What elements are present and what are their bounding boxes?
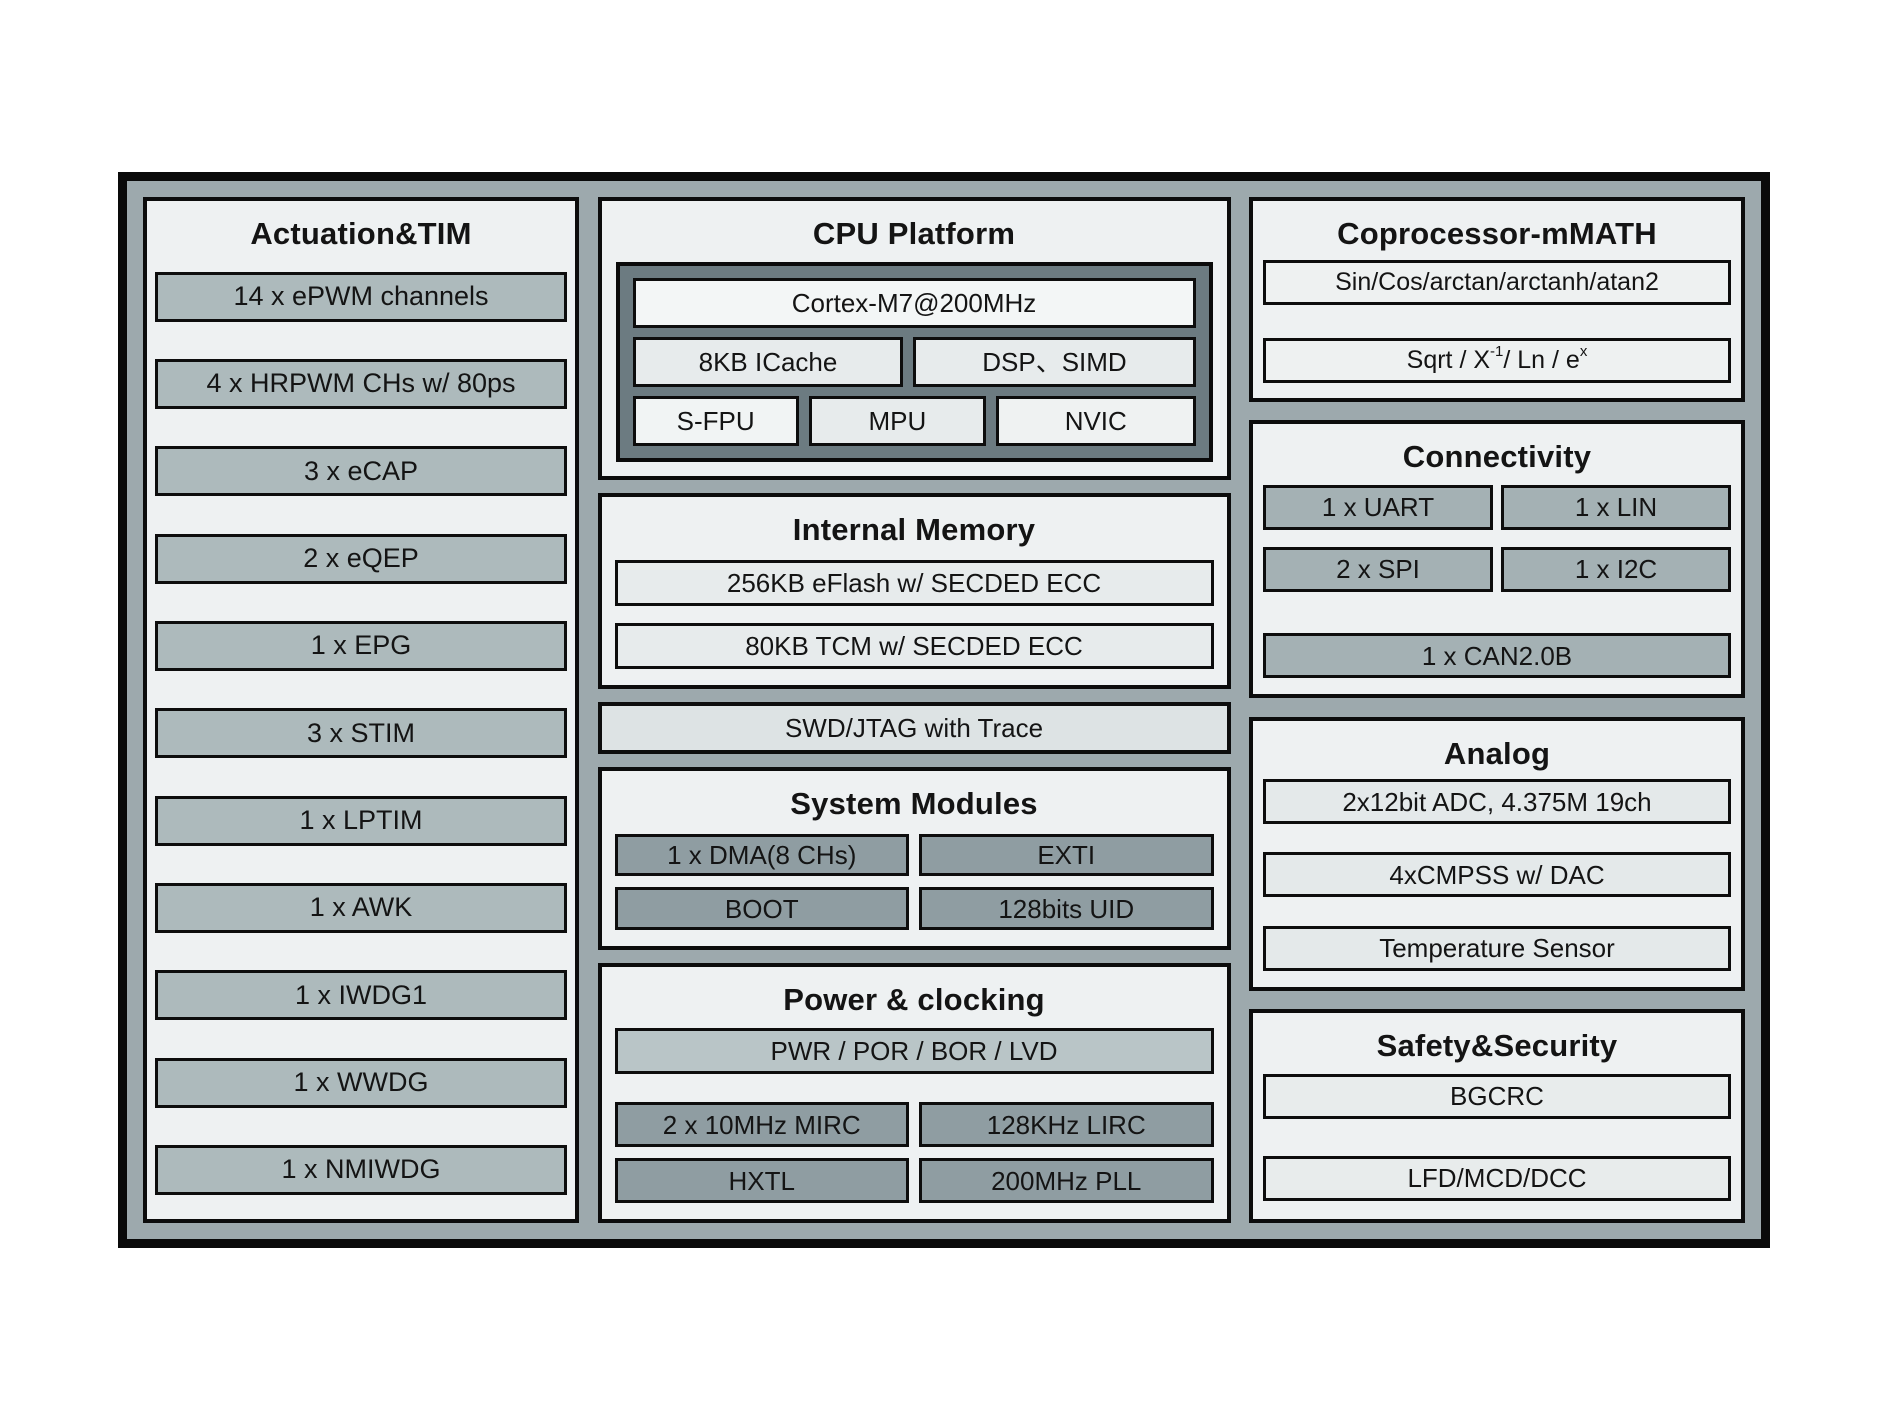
i2c-box: 1 x I2C: [1501, 546, 1731, 592]
connectivity-panel: Connectivity 1 x UART 1 x LIN 2 x SPI 1 …: [1249, 420, 1745, 699]
connectivity-title: Connectivity: [1402, 439, 1592, 475]
cpu-core-row1: Cortex-M7@200MHz: [632, 277, 1196, 328]
internal-memory-panel: Internal Memory 256KB eFlash w/ SECDED E…: [597, 493, 1231, 689]
lin-box: 1 x LIN: [1501, 484, 1731, 530]
can-box: 1 x CAN2.0B: [1263, 633, 1731, 679]
ecap-box: 3 x eCAP: [155, 446, 567, 497]
nmiwdg-box: 1 x NMIWDG: [155, 1144, 567, 1195]
stim-box: 3 x STIM: [155, 708, 567, 759]
mpu-box: MPU: [808, 395, 987, 447]
coprocessor-mmath-title: Coprocessor-mMATH: [1337, 216, 1657, 251]
actuation-tim-body: 14 x ePWM channels 4 x HRPWM CHs w/ 80ps…: [147, 258, 575, 1219]
wwdg-box: 1 x WWDG: [155, 1057, 567, 1108]
connectivity-body: 1 x UART 1 x LIN 2 x SPI 1 x I2C 1 x CAN…: [1253, 481, 1741, 694]
cpu-core-row2: 8KB ICache DSP、SIMD: [632, 336, 1196, 387]
pwr-por-bor-lvd-bar: PWR / POR / BOR / LVD: [614, 1027, 1214, 1074]
power-clocking-panel: Power & clocking PWR / POR / BOR / LVD 2…: [597, 963, 1231, 1223]
pll-box: 200MHz PLL: [919, 1158, 1214, 1203]
exti-box: EXTI: [919, 833, 1214, 877]
safety-security-title: Safety&Security: [1376, 1027, 1618, 1063]
uid-box: 128bits UID: [919, 887, 1214, 930]
cpu-core-container: Cortex-M7@200MHz 8KB ICache DSP、SIMD S-F…: [615, 261, 1213, 462]
bgcrc-box: BGCRC: [1263, 1073, 1731, 1119]
coprocessor-mmath-panel: Coprocessor-mMATH Sin/Cos/arctan/arctanh…: [1249, 197, 1745, 402]
right-column: Coprocessor-mMATH Sin/Cos/arctan/arctanh…: [1249, 197, 1745, 1223]
actuation-tim-panel: Actuation&TIM 14 x ePWM channels 4 x HRP…: [143, 197, 579, 1223]
awk-box: 1 x AWK: [155, 882, 567, 933]
lirc-box: 128KHz LIRC: [919, 1102, 1214, 1147]
system-modules-panel: System Modules 1 x DMA(8 CHs) EXTI BOOT …: [597, 767, 1231, 950]
hrpwm-box: 4 x HRPWM CHs w/ 80ps: [155, 358, 567, 409]
epg-box: 1 x EPG: [155, 620, 567, 671]
system-modules-title: System Modules: [790, 786, 1038, 821]
system-modules-body: 1 x DMA(8 CHs) EXTI BOOT 128bits UID: [602, 828, 1227, 946]
power-clocking-title: Power & clocking: [783, 982, 1045, 1017]
left-column: Actuation&TIM 14 x ePWM channels 4 x HRP…: [143, 197, 579, 1223]
coprocessor-mmath-body: Sin/Cos/arctan/arctanh/atan2 Sqrt / X-1 …: [1253, 258, 1741, 398]
cmpss-box: 4xCMPSS w/ DAC: [1263, 852, 1731, 898]
actuation-tim-title: Actuation&TIM: [250, 216, 472, 251]
cpu-platform-title: CPU Platform: [812, 216, 1016, 251]
spi-box: 2 x SPI: [1263, 546, 1493, 592]
mcu-chip-frame: Actuation&TIM 14 x ePWM channels 4 x HRP…: [118, 172, 1770, 1248]
internal-memory-title: Internal Memory: [792, 512, 1036, 547]
power-clock-grid: 2 x 10MHz MIRC 128KHz LIRC HXTL 200MHz P…: [614, 1102, 1214, 1203]
sqrt-text-a: Sqrt / X: [1406, 346, 1491, 374]
analog-title: Analog: [1443, 735, 1551, 771]
temp-sensor-box: Temperature Sensor: [1263, 925, 1731, 971]
icache-box: 8KB ICache: [632, 336, 904, 387]
iwdg1-box: 1 x IWDG1: [155, 970, 567, 1021]
analog-panel: Analog 2x12bit ADC, 4.375M 19ch 4xCMPSS …: [1249, 716, 1745, 991]
uart-box: 1 x UART: [1263, 484, 1493, 530]
eflash-box: 256KB eFlash w/ SECDED ECC: [614, 559, 1214, 606]
swd-jtag-trace-bar: SWD/JTAG with Trace: [597, 702, 1231, 754]
safety-security-body: BGCRC LFD/MCD/DCC: [1253, 1070, 1741, 1219]
sqrt-text-b: / Ln / e: [1503, 346, 1580, 374]
cpu-platform-panel: CPU Platform Cortex-M7@200MHz 8KB ICache…: [597, 197, 1231, 480]
lptim-box: 1 x LPTIM: [155, 795, 567, 846]
cortex-m7-box: Cortex-M7@200MHz: [632, 277, 1196, 328]
boot-box: BOOT: [614, 887, 909, 930]
eqep-box: 2 x eQEP: [155, 533, 567, 584]
nvic-box: NVIC: [996, 395, 1196, 447]
adc-box: 2x12bit ADC, 4.375M 19ch: [1263, 779, 1731, 825]
tcm-box: 80KB TCM w/ SECDED ECC: [614, 623, 1214, 669]
power-clocking-body: PWR / POR / BOR / LVD 2 x 10MHz MIRC 128…: [602, 1024, 1227, 1219]
sfpu-box: S-FPU: [632, 395, 799, 447]
connectivity-grid: 1 x UART 1 x LIN 2 x SPI 1 x I2C: [1263, 484, 1731, 592]
middle-column: CPU Platform Cortex-M7@200MHz 8KB ICache…: [597, 197, 1231, 1223]
analog-body: 2x12bit ADC, 4.375M 19ch 4xCMPSS w/ DAC …: [1253, 777, 1741, 986]
dma-box: 1 x DMA(8 CHs): [614, 833, 909, 877]
epwm-box: 14 x ePWM channels: [155, 271, 567, 322]
dsp-simd-box: DSP、SIMD: [913, 336, 1196, 387]
internal-memory-body: 256KB eFlash w/ SECDED ECC 80KB TCM w/ S…: [602, 554, 1227, 685]
lfd-box: LFD/MCD/DCC: [1263, 1155, 1731, 1201]
cpu-core-row3: S-FPU MPU NVIC: [632, 395, 1196, 447]
hxtl-box: HXTL: [614, 1158, 909, 1203]
trig-functions-box: Sin/Cos/arctan/arctanh/atan2: [1263, 259, 1731, 305]
mirc-box: 2 x 10MHz MIRC: [614, 1102, 909, 1147]
safety-security-panel: Safety&Security BGCRC LFD/MCD/DCC: [1249, 1008, 1745, 1223]
